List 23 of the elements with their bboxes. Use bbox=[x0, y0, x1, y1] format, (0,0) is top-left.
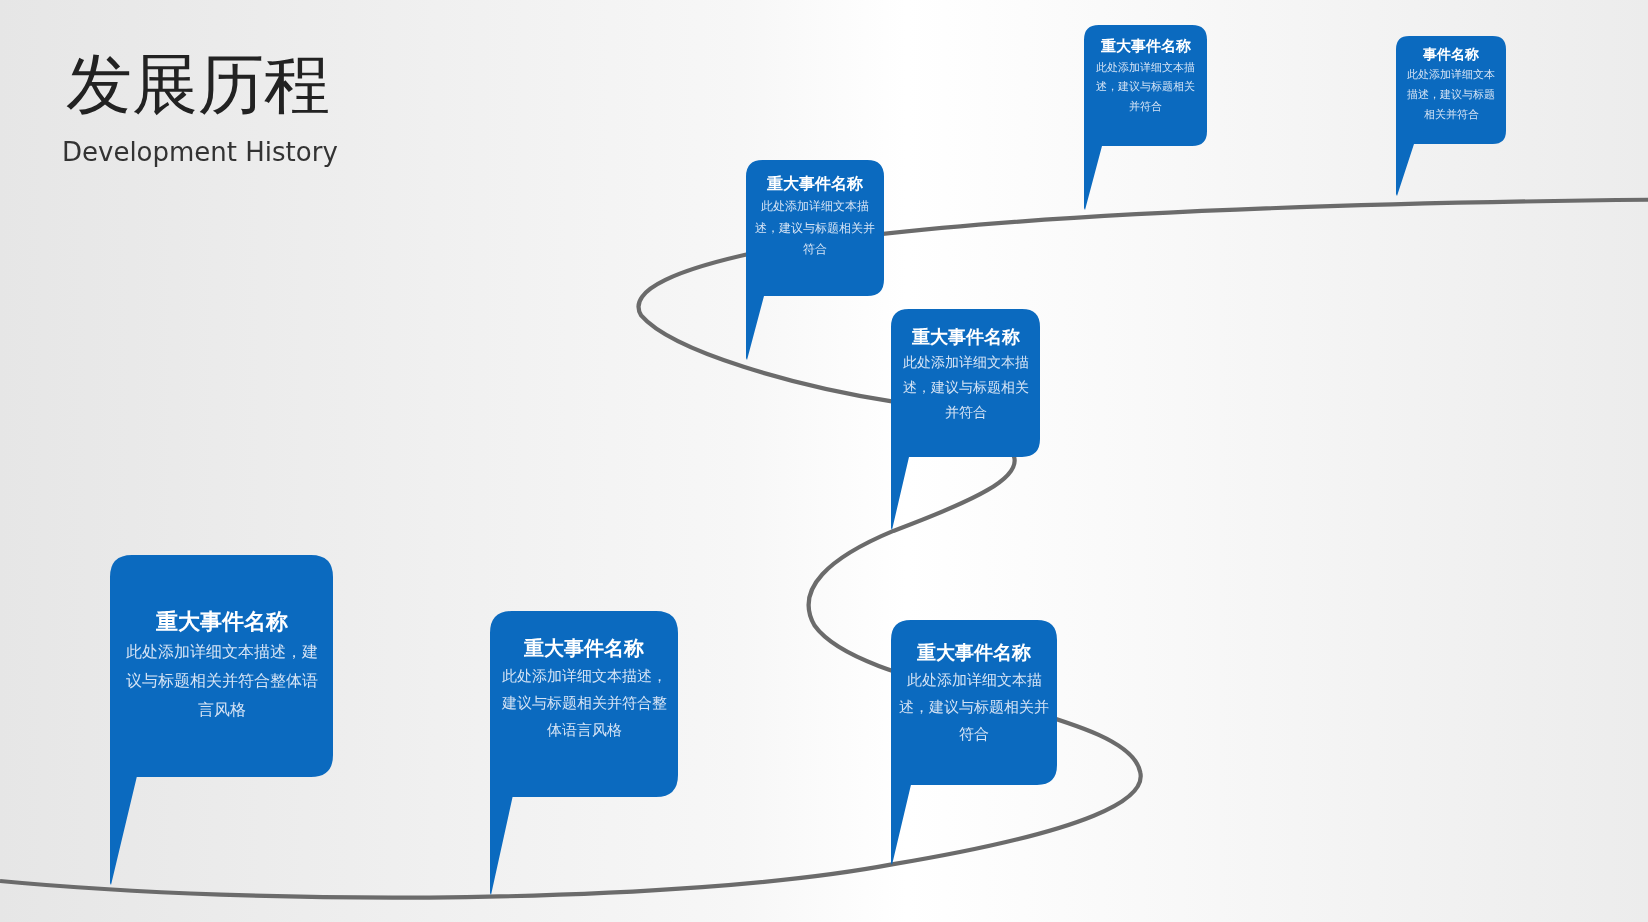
event-description: 此处添加详细文本描述，建议与标题相关并符合 bbox=[754, 198, 876, 259]
callout-bubble bbox=[1396, 36, 1506, 196]
event-title: 重大事件名称 bbox=[524, 635, 644, 662]
event-title: 重大事件名称 bbox=[767, 173, 863, 195]
callout-bubble bbox=[891, 309, 1040, 530]
event-description: 此处添加详细文本描述，建议与标题相关并符合 bbox=[901, 353, 1030, 423]
event-description: 此处添加详细文本描述，建议与标题相关并符合 bbox=[1095, 59, 1196, 116]
callout-bubble bbox=[110, 555, 333, 885]
event-description: 此处添加详细文本描述，建议与标题相关并符合整体语言风格 bbox=[500, 666, 668, 741]
event-description: 此处添加详细文本描述，建议与标题相关并符合 bbox=[1406, 67, 1496, 123]
callout-bubble bbox=[891, 620, 1057, 865]
event-title: 重大事件名称 bbox=[911, 325, 1020, 349]
callout-bubble bbox=[1084, 25, 1207, 210]
event-title: 重大事件名称 bbox=[1100, 36, 1191, 57]
title: 发展历程 bbox=[66, 45, 330, 125]
event-description: 此处添加详细文本描述，建议与标题相关并符合整体语言风格 bbox=[124, 641, 319, 721]
callout-bubble bbox=[746, 160, 884, 360]
event-title: 重大事件名称 bbox=[155, 608, 288, 636]
event-description: 此处添加详细文本描述，建议与标题相关并符合 bbox=[899, 669, 1049, 745]
event-title: 事件名称 bbox=[1423, 45, 1479, 64]
event-title: 重大事件名称 bbox=[917, 640, 1031, 665]
subtitle: Development History bbox=[62, 137, 338, 167]
callout-bubble bbox=[490, 611, 678, 895]
